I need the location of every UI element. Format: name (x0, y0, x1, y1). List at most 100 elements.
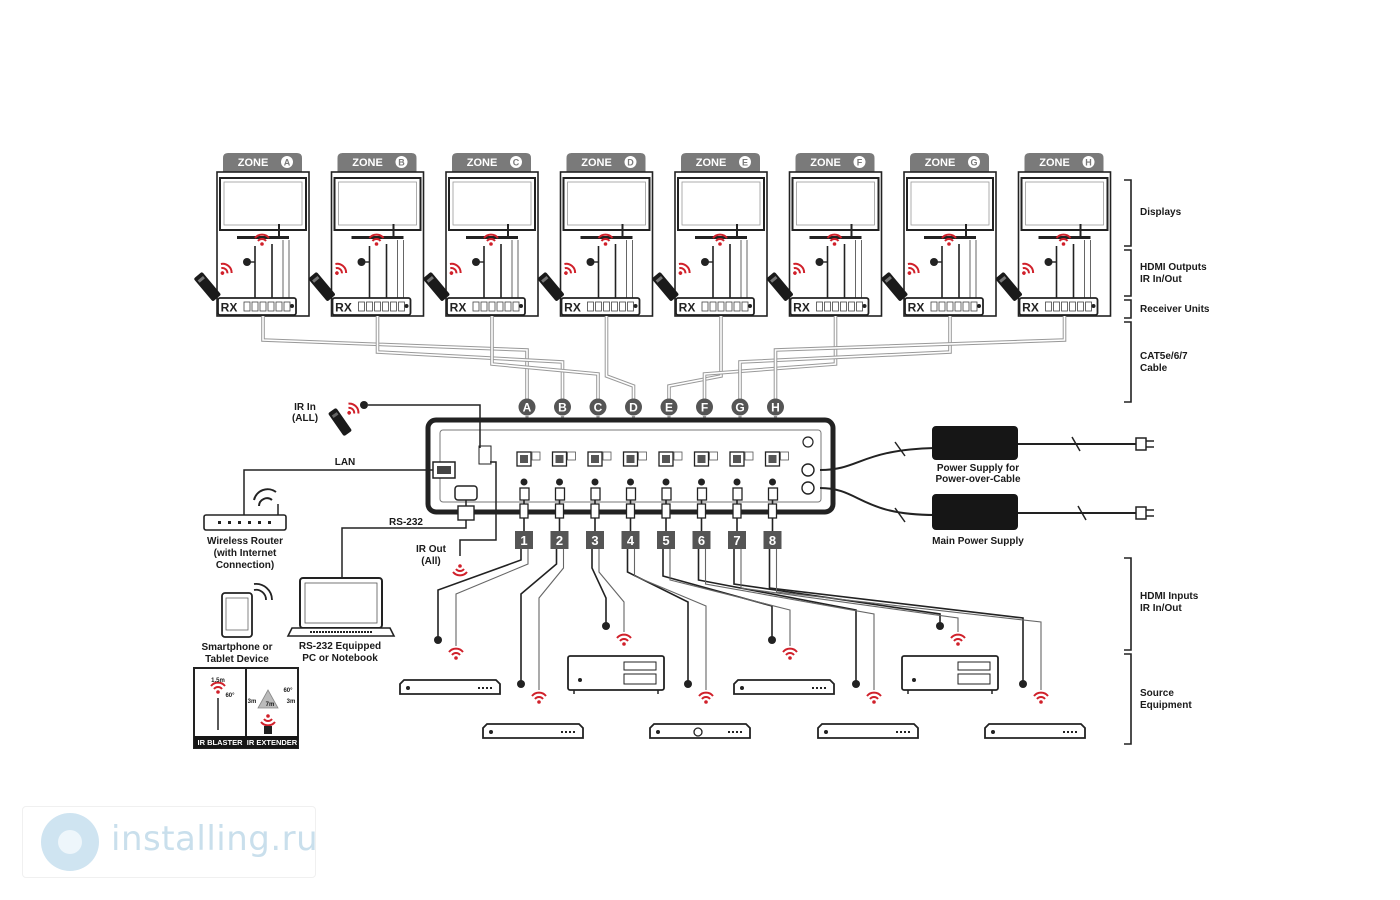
output-port-badge (625, 398, 642, 416)
receiver-label: RX (1022, 301, 1039, 315)
power-supply-poc (819, 426, 1154, 471)
ir-legend (193, 667, 299, 749)
source-device-1 (399, 679, 501, 695)
input-port-badge (515, 531, 533, 549)
output-port-label: A (523, 401, 532, 415)
source-equipment (399, 655, 1086, 739)
zone-tab-label: ZONE (1039, 157, 1070, 169)
display (791, 177, 880, 231)
extender-d2: 7m (266, 702, 275, 708)
ir-out-label-2: (All) (421, 556, 440, 567)
remote-icon (995, 272, 1022, 301)
hdmi-input-cable (437, 549, 522, 640)
psu-main-label: Main Power Supply (932, 536, 1024, 547)
smartphone-label-1: Smartphone or (201, 642, 272, 653)
receiver-label: RX (221, 301, 238, 315)
display (219, 177, 307, 231)
ir-in-label-1: IR In (294, 402, 316, 413)
output-port-label: F (701, 401, 708, 415)
display (677, 177, 765, 231)
source-device-4 (649, 723, 751, 739)
output-port-badge (731, 398, 749, 416)
zone-letter: C (513, 158, 520, 168)
receiver-label: RX (564, 301, 581, 315)
input-port-badge (550, 531, 569, 549)
zone-tab (452, 153, 531, 172)
zone-letter: D (627, 158, 634, 168)
catx-cable (604, 316, 636, 399)
hdmi-input-cable (733, 549, 941, 626)
ir-extender-label: IR EXTENDER (247, 738, 298, 747)
blaster-distance: 1.5m (211, 678, 225, 684)
input-port-label: 7 (733, 533, 740, 548)
zone-tab-label: ZONE (810, 157, 841, 169)
bracket-receivers: Receiver Units (1140, 304, 1210, 315)
zone-tab (681, 153, 760, 172)
source-device-5 (733, 679, 835, 695)
laptop (286, 577, 396, 637)
remote-icon (308, 272, 335, 301)
zone-tab (795, 153, 875, 172)
output-port-badge (589, 398, 607, 416)
receiver-label: RX (679, 301, 696, 315)
source-device-8 (984, 723, 1086, 739)
zone-letter-badge (739, 156, 751, 168)
output-port-label: C (594, 401, 603, 415)
zone-a: ZONE A RX (194, 153, 310, 317)
watermark-text: installing.ru (111, 819, 319, 859)
rs232-port (454, 485, 478, 501)
output-port-badge (767, 398, 784, 416)
bracket-displays: Displays (1140, 207, 1182, 218)
display (562, 177, 651, 231)
zone-tab-label: ZONE (238, 157, 269, 169)
ir-blaster-label: IR BLASTER (198, 738, 244, 747)
input-port-label: 6 (698, 533, 705, 548)
watermark-logo-icon (41, 813, 99, 871)
psu-poc-label-1: Power Supply for (937, 463, 1019, 474)
zone-h: ZONE H RX (995, 153, 1112, 317)
output-port-badge (696, 398, 713, 416)
zone-letter: H (1085, 158, 1092, 168)
display (333, 177, 422, 231)
output-port-label: E (665, 401, 673, 415)
zone-letter: A (284, 158, 291, 168)
zone-tab (910, 153, 989, 172)
psu-poc-label-2: Power-over-Cable (935, 474, 1020, 485)
output-port-label: B (558, 401, 567, 415)
input-port-label: 4 (627, 533, 635, 548)
pc-label-1: RS-232 Equipped (299, 641, 381, 652)
output-port-label: H (771, 401, 780, 415)
hdmi-input-cable (626, 549, 689, 684)
bracket-source-1: Source (1140, 688, 1174, 699)
hdmi-input-cable (591, 549, 607, 626)
hdmi-input-cable (768, 549, 1024, 684)
bracket-hdmi-out-2: IR In/Out (1140, 274, 1182, 285)
router-label-3: Connection) (216, 560, 274, 571)
router-label-2: (with Internet (214, 548, 277, 559)
hdmi-input-cable (520, 549, 558, 684)
zone-letter-badge (281, 156, 293, 168)
source-device-3 (567, 655, 665, 694)
zone-tab (566, 153, 646, 172)
lan-cable (243, 469, 433, 515)
zone-letter-badge (1082, 156, 1095, 168)
extender-d1: 3m (248, 699, 257, 705)
input-port-label: 1 (520, 533, 527, 548)
smartphone-label-2: Tablet Device (205, 654, 269, 665)
bracket-hdmi-out-1: HDMI Outputs (1140, 262, 1207, 273)
receiver-label: RX (335, 301, 352, 315)
ir-in-label-2: (ALL) (292, 413, 318, 424)
extender-d3: 3m (287, 699, 296, 705)
zone-tab-label: ZONE (467, 157, 498, 169)
zone-letter-badge (510, 156, 522, 168)
receiver-label: RX (450, 301, 467, 315)
output-port-badge (660, 398, 678, 416)
receiver-label: RX (908, 301, 925, 315)
input-port-badge (692, 531, 711, 549)
pc-label-2: PC or Notebook (302, 653, 378, 664)
display (448, 177, 536, 231)
